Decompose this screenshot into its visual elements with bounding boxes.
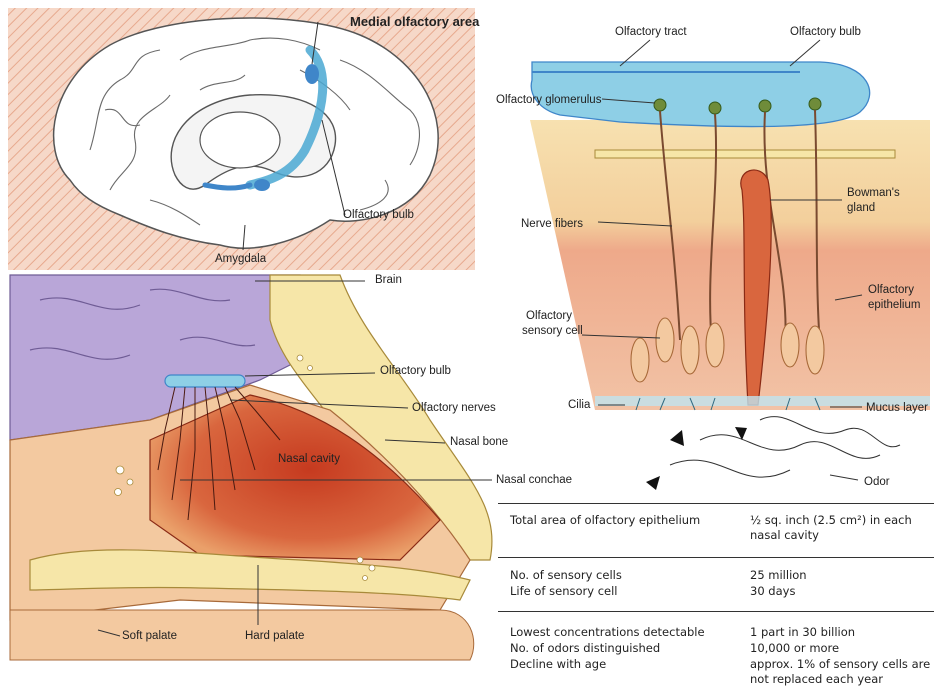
odor-arrow-1	[670, 430, 684, 446]
nerve-fibers-label: Nerve fibers	[521, 218, 583, 230]
thalamus	[200, 112, 280, 168]
olfactory-sensory-cell-label-2: sensory cell	[522, 325, 583, 337]
epithelium-panel: Olfactory tract Olfactory bulb Olfactory…	[496, 26, 930, 490]
fact-label-odors-distinguished: No. of odors distinguished	[510, 641, 740, 656]
mucus-layer-label: Mucus layer	[866, 402, 928, 414]
cilia-label: Cilia	[568, 399, 591, 411]
nose-bulb-label: Olfactory bulb	[380, 365, 451, 377]
odor-label: Odor	[864, 476, 890, 488]
nasal-bone-label: Nasal bone	[450, 436, 508, 448]
nose-nerves-label: Olfactory nerves	[412, 402, 496, 414]
nasal-cavity-panel: Brain Olfactory bulb Olfactory nerves Na…	[10, 274, 572, 660]
fact-value-epithelium-area: ½ sq. inch (2.5 cm²) in each nasal cavit…	[750, 513, 932, 543]
table-rule-2	[498, 611, 934, 612]
cribriform-plate	[595, 150, 895, 158]
medial-olfactory-area-label: Medial olfactory area	[350, 14, 480, 29]
epithelium-tissue	[530, 120, 930, 410]
bowmans-gland-label-1: Bowman's	[847, 187, 900, 199]
odor-arrow-3	[646, 476, 660, 490]
olfactory-epithelium-label-2: epithelium	[868, 299, 920, 311]
fact-label-cell-life: Life of sensory cell	[510, 584, 740, 599]
olfactory-glomerulus-label: Olfactory glomerulus	[496, 94, 602, 106]
fact-label-sensory-cells: No. of sensory cells	[510, 568, 740, 583]
nose-brain-label: Brain	[375, 274, 402, 286]
table-rule-top	[498, 503, 934, 504]
brain-medial-panel: Medial olfactory area Olfactory bulb Amy…	[8, 8, 480, 270]
epithelium-bulb-label: Olfactory bulb	[790, 26, 861, 38]
fact-value-lowest-concentration: 1 part in 30 billion	[750, 625, 932, 640]
fact-label-lowest-concentration: Lowest concentrations detectable	[510, 625, 740, 640]
nasal-conchae-label: Nasal conchae	[496, 474, 572, 486]
oral-tissue	[10, 610, 474, 660]
brain-olfactory-bulb-label: Olfactory bulb	[343, 209, 414, 221]
table-rule-1	[498, 557, 934, 558]
hard-palate-label: Hard palate	[245, 630, 304, 642]
nasal-cavity-label: Nasal cavity	[278, 453, 340, 465]
odor-waves	[670, 417, 900, 478]
bowmans-gland-label-2: gland	[847, 202, 875, 214]
olfactory-bulb-brain	[305, 64, 319, 84]
fact-label-epithelium-area: Total area of olfactory epithelium	[510, 513, 740, 528]
fact-value-cell-life: 30 days	[750, 584, 932, 599]
olfactory-tract-label: Olfactory tract	[615, 26, 687, 38]
amygdala-label: Amygdala	[215, 253, 267, 265]
fact-value-decline-with-age: approx. 1% of sensory cells are not repl…	[750, 657, 932, 687]
amygdala-region	[254, 179, 270, 191]
olfactory-sensory-cell-label-1: Olfactory	[526, 310, 572, 322]
fact-label-decline-with-age: Decline with age	[510, 657, 740, 672]
fact-value-sensory-cells: 25 million	[750, 568, 932, 583]
nose-olfactory-bulb	[165, 375, 245, 387]
soft-palate-label: Soft palate	[122, 630, 177, 642]
fact-value-odors-distinguished: 10,000 or more	[750, 641, 932, 656]
olfactory-epithelium-label-1: Olfactory	[868, 284, 914, 296]
